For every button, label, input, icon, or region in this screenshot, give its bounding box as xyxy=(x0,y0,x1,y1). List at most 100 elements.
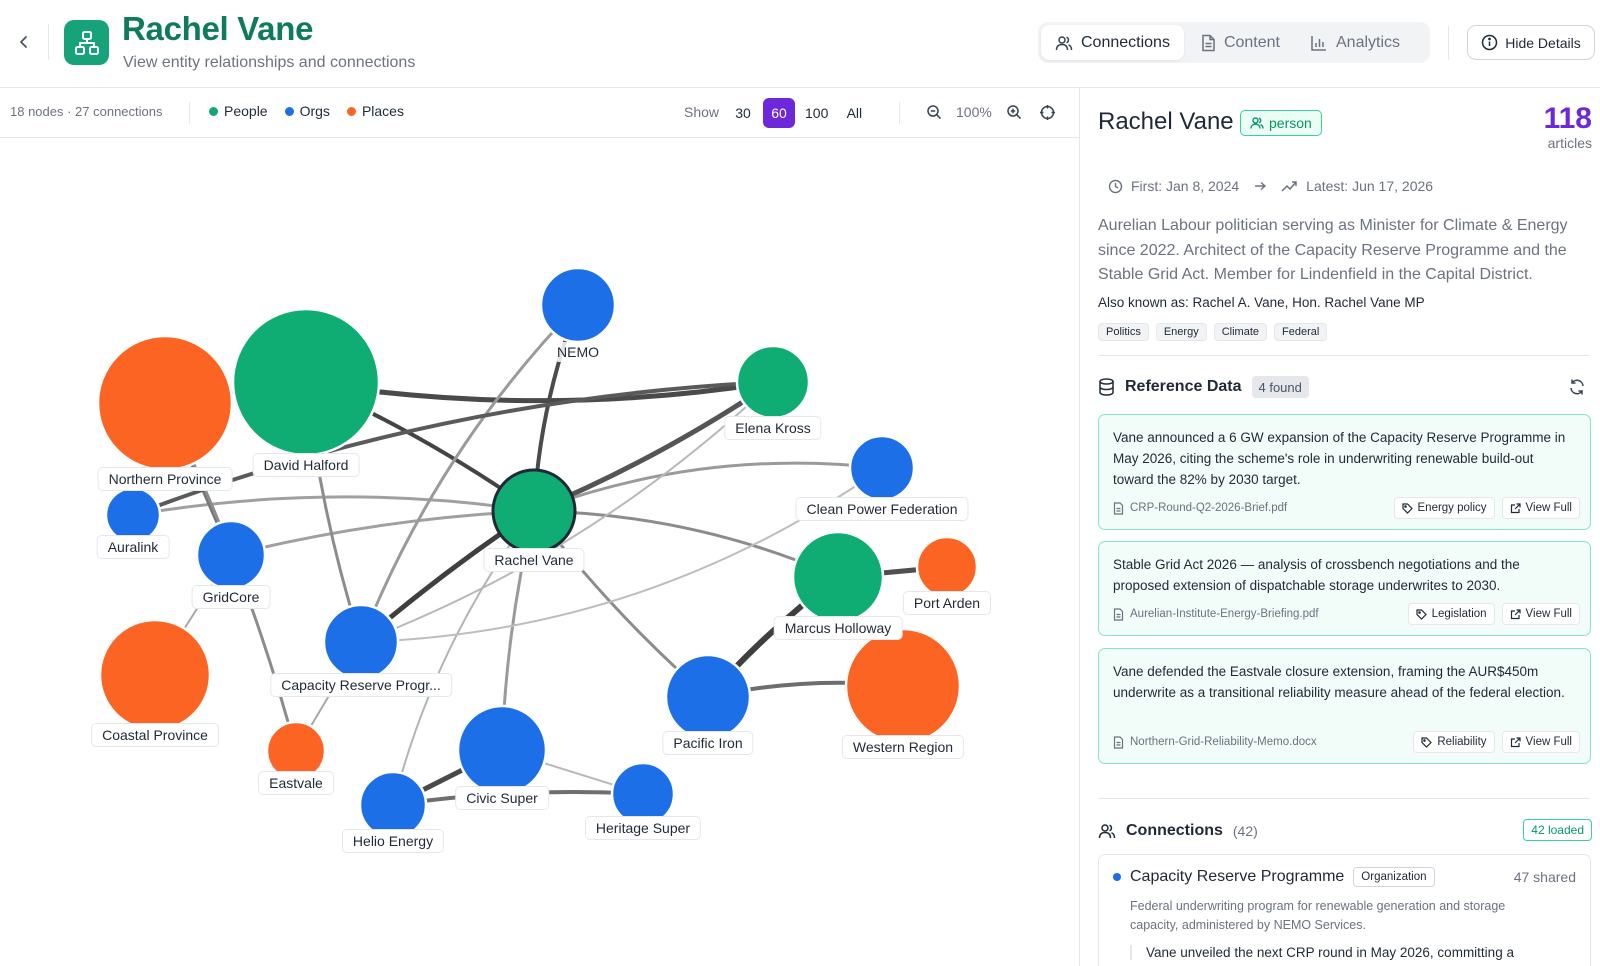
zoom-controls: 100% xyxy=(922,100,1060,124)
tag[interactable]: Climate xyxy=(1213,323,1267,341)
app-logo xyxy=(64,20,109,65)
header-divider xyxy=(1448,26,1449,60)
file-icon xyxy=(1113,735,1124,749)
file-name: Northern-Grid-Reliability-Memo.docx xyxy=(1130,736,1317,748)
node-elena[interactable] xyxy=(735,344,811,420)
users-icon xyxy=(1098,824,1116,839)
tag[interactable]: Federal xyxy=(1274,323,1328,341)
legend-orgs[interactable]: Orgs xyxy=(284,103,330,119)
reference-tag[interactable]: Reliability xyxy=(1413,731,1495,753)
chevron-left-icon xyxy=(20,36,27,48)
file-name: CRP-Round-Q2-2026-Brief.pdf xyxy=(1130,502,1288,514)
reference-card[interactable]: Stable Grid Act 2026 — analysis of cross… xyxy=(1098,541,1591,636)
connection-description: Federal underwriting program for renewab… xyxy=(1130,899,1506,932)
node-civic[interactable] xyxy=(456,704,548,796)
reference-tag[interactable]: Energy policy xyxy=(1393,497,1495,519)
node-auralink[interactable] xyxy=(104,486,162,544)
node-label-auralink[interactable]: Auralink xyxy=(96,535,170,559)
tag[interactable]: Politics xyxy=(1098,323,1149,341)
node-label-northern[interactable]: Northern Province xyxy=(97,467,233,491)
limit-30[interactable]: 30 xyxy=(735,105,751,121)
tab-content[interactable]: Content xyxy=(1186,25,1294,60)
node-rachel[interactable] xyxy=(491,468,577,554)
tag-label: Reliability xyxy=(1437,736,1487,748)
node-label-david[interactable]: David Halford xyxy=(252,453,360,477)
reference-tag[interactable]: Legislation xyxy=(1407,603,1495,625)
node-label-pacific[interactable]: Pacific Iron xyxy=(662,731,754,755)
node-label-helio[interactable]: Helio Energy xyxy=(341,829,445,853)
node-label-elena[interactable]: Elena Kross xyxy=(724,416,822,440)
tag[interactable]: Energy xyxy=(1155,323,1207,341)
reference-card[interactable]: Vane defended the Eastvale closure exten… xyxy=(1098,648,1591,764)
node-nemo[interactable] xyxy=(539,266,617,344)
org-dot xyxy=(1113,873,1121,881)
node-label-rachel[interactable]: Rachel Vane xyxy=(483,548,585,572)
section-divider xyxy=(1098,355,1590,356)
node-label-portarden[interactable]: Port Arden xyxy=(902,591,992,615)
back-button[interactable] xyxy=(14,30,34,54)
refresh-button[interactable] xyxy=(1568,378,1586,396)
view-full-button[interactable]: View Full xyxy=(1501,603,1580,625)
hide-details-label: Hide Details xyxy=(1505,34,1581,51)
tab-analytics[interactable]: Analytics xyxy=(1296,25,1414,60)
reference-text: Vane defended the Eastvale closure exten… xyxy=(1113,664,1565,700)
node-western[interactable] xyxy=(844,627,962,745)
entity-description: Aurelian Labour politician serving as Mi… xyxy=(1098,217,1568,283)
legend-dot xyxy=(346,106,356,116)
document-icon xyxy=(1202,34,1215,51)
article-count: 118 xyxy=(1543,102,1592,135)
node-gridcore[interactable] xyxy=(195,519,267,591)
node-david[interactable] xyxy=(231,307,381,457)
entity-aliases: Also known as: Rachel A. Vane, Hon. Rach… xyxy=(1098,295,1425,310)
node-crp[interactable] xyxy=(322,603,400,681)
view-full-label: View Full xyxy=(1525,608,1572,620)
node-label-civic[interactable]: Civic Super xyxy=(455,786,549,810)
recenter-button[interactable] xyxy=(1036,100,1060,124)
zoom-in-button[interactable] xyxy=(1002,100,1026,124)
connection-name: Capacity Reserve Programme xyxy=(1130,868,1345,885)
details-panel: Rachel Vane person 118 articles First: J… xyxy=(1080,88,1600,966)
view-full-button[interactable]: View Full xyxy=(1501,497,1580,519)
limit-60[interactable]: 60 xyxy=(763,98,795,128)
node-portarden[interactable] xyxy=(915,535,979,599)
user-icon xyxy=(1250,117,1264,129)
node-label-nemo[interactable]: NEMO xyxy=(554,342,602,362)
entity-type-badge: person xyxy=(1240,110,1322,136)
connection-card[interactable]: Capacity Reserve Programme Organization … xyxy=(1098,854,1591,966)
node-northern[interactable] xyxy=(96,334,234,472)
network-icon xyxy=(74,30,99,55)
external-link-icon xyxy=(1510,608,1521,619)
node-cpf[interactable] xyxy=(848,434,916,502)
reference-card[interactable]: Vane announced a 6 GW expansion of the C… xyxy=(1098,414,1591,530)
limit-100[interactable]: 100 xyxy=(805,105,829,121)
tab-connections[interactable]: Connections xyxy=(1041,25,1184,60)
limit-all[interactable]: All xyxy=(846,105,863,121)
toolbar-divider xyxy=(189,102,190,124)
node-coastal[interactable] xyxy=(98,618,212,732)
node-label-gridcore[interactable]: GridCore xyxy=(191,585,271,609)
first-date: First: Jan 8, 2024 xyxy=(1131,178,1240,194)
legend-label: Places xyxy=(361,103,404,119)
node-label-eastvale[interactable]: Eastvale xyxy=(258,771,334,795)
node-label-crp[interactable]: Capacity Reserve Progr... xyxy=(270,673,452,697)
node-pacific[interactable] xyxy=(664,653,752,741)
node-label-western[interactable]: Western Region xyxy=(841,735,965,759)
clock-icon xyxy=(1108,179,1123,193)
node-label-marcus[interactable]: Marcus Holloway xyxy=(773,616,903,640)
view-full-button[interactable]: View Full xyxy=(1501,731,1580,753)
node-label-coastal[interactable]: Coastal Province xyxy=(91,723,219,747)
connection-title: Capacity Reserve Programme Organization xyxy=(1113,867,1576,887)
zoom-out-button[interactable] xyxy=(922,100,946,124)
shared-count: 47 shared xyxy=(1513,869,1576,885)
edge-rachel-cpf xyxy=(532,461,884,513)
graph-nodes xyxy=(96,266,979,840)
connections-title: Connections xyxy=(1126,822,1223,839)
node-label-heritage[interactable]: Heritage Super xyxy=(584,816,702,840)
legend-places[interactable]: Places xyxy=(346,103,404,119)
legend-people[interactable]: People xyxy=(209,103,268,119)
edge-rachel-auralink xyxy=(131,495,536,517)
node-marcus[interactable] xyxy=(791,530,885,624)
node-label-cpf[interactable]: Clean Power Federation xyxy=(795,497,969,521)
hide-details-button[interactable]: Hide Details xyxy=(1467,25,1595,60)
